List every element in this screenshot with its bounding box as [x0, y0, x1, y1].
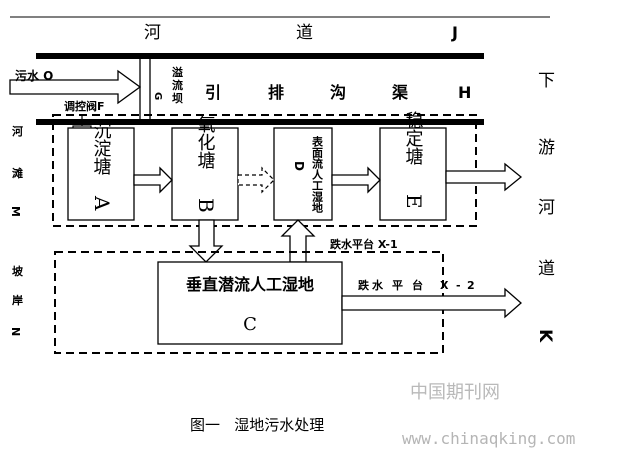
river-char-2: J: [451, 23, 458, 42]
river-bank-bar: [36, 53, 484, 59]
arrow-a-to-b: [133, 166, 173, 194]
pond-e-letter: E: [402, 194, 426, 209]
floodplain-char-0: 河: [12, 124, 23, 138]
downstream-char-3: 道: [538, 259, 555, 279]
slope-char-1: 岸: [12, 293, 23, 307]
downstream-letter: K: [535, 329, 555, 343]
downstream-char-1: 游: [538, 138, 555, 158]
channel-char-4: H: [458, 83, 471, 102]
pond-e-label: 稳定塘: [403, 111, 424, 165]
dam-letter: G: [152, 92, 163, 100]
drop-2-char-3: 台: [412, 278, 423, 292]
pond-a-letter: A: [90, 195, 114, 211]
pond-d-box: [273, 127, 333, 221]
lower-dashed-zone: [54, 251, 444, 354]
river-char-1: 道: [296, 23, 313, 43]
watermark-url: www.chinaqking.com: [402, 429, 575, 448]
channel-char-0: 引: [205, 83, 221, 102]
arrow-c-to-downstream: [341, 287, 522, 319]
dam-char-2: 坝: [172, 91, 183, 105]
pond-b-label: 氧化塘: [195, 115, 216, 169]
drop-2-char-2: 平: [392, 279, 403, 292]
arrow-c-to-d: [280, 219, 316, 263]
arrow-e-to-downstream: [445, 162, 523, 192]
sewage-label: 污水 O: [15, 68, 53, 83]
arrow-b-to-d: [237, 166, 275, 194]
wetland-c-title: 垂直潜流人工湿地: [186, 275, 314, 294]
dam-char-0: 溢: [172, 65, 183, 79]
river-char-0: 河: [144, 23, 161, 43]
watermark-cn: 中国期刊网: [410, 382, 500, 403]
figure-caption: 图一 湿地污水处理: [190, 416, 324, 434]
slope-letter: N: [9, 327, 22, 336]
arrow-b-to-c: [188, 219, 224, 263]
drop-2-char-4: X: [440, 279, 449, 292]
arrow-d-to-e: [331, 166, 381, 194]
pond-b-letter: B: [194, 198, 218, 213]
floodplain-letter: M: [9, 206, 22, 217]
floodplain-char-1: 滩: [12, 166, 23, 180]
downstream-char-0: 下: [538, 71, 555, 91]
channel-bottom-bar: [36, 119, 484, 125]
pond-a-box: [67, 127, 135, 221]
slope-char-0: 坡: [12, 264, 24, 278]
pond-a-label: 沉淀塘: [91, 121, 112, 175]
drop-2-char-5: -: [456, 279, 461, 292]
wetland-c-box: [157, 261, 343, 345]
wetland-c-letter: C: [243, 314, 257, 335]
channel-char-3: 渠: [392, 83, 409, 102]
channel-char-2: 沟: [330, 83, 346, 102]
pond-d-letter: D: [292, 161, 306, 171]
drop-platform-1-label: 跌水平台 X-1: [330, 237, 398, 251]
channel-char-1: 排: [268, 83, 284, 102]
drop-2-char-0: 跌: [358, 278, 370, 292]
control-valve-label: 调控阀F: [64, 99, 105, 113]
upper-dashed-zone: [52, 114, 477, 227]
sewage-inflow-arrow: [9, 69, 142, 105]
dam-char-1: 流: [172, 78, 183, 92]
downstream-char-2: 河: [538, 198, 555, 218]
drop-2-char-6: 2: [467, 279, 475, 292]
pond-d-label: 表面流人工湿地: [311, 135, 325, 213]
drop-2-char-1: 水: [372, 278, 384, 292]
